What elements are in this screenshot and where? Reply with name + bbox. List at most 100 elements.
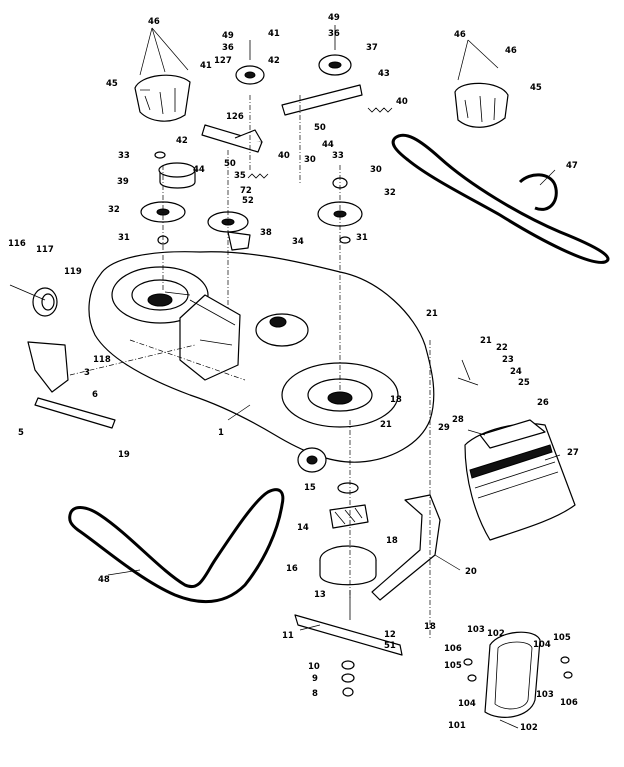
callout-21: 21	[380, 420, 392, 430]
callout-50: 50	[314, 123, 326, 133]
leader-lines	[107, 27, 561, 729]
callout-24: 24	[510, 367, 522, 377]
callout-1: 1	[218, 428, 224, 438]
callout-42: 42	[176, 136, 188, 146]
spindle-assembly	[319, 482, 377, 620]
idler-pulley-127	[235, 40, 265, 85]
callout-28: 28	[452, 415, 464, 425]
callout-34: 34	[292, 237, 304, 247]
callout-29: 29	[438, 423, 450, 433]
callout-102: 102	[487, 629, 505, 639]
callout-11: 11	[282, 631, 294, 641]
callout-42: 42	[268, 56, 280, 66]
callout-116: 116	[8, 239, 26, 249]
deflector-bracket	[457, 359, 546, 449]
callout-33: 33	[118, 151, 130, 161]
link-6	[34, 397, 116, 429]
callout-labels: 46 49 41 49 36 36 127 42 37 43 45 41 126…	[8, 13, 579, 733]
callout-5: 5	[18, 428, 24, 438]
baffle-20	[371, 494, 441, 601]
callout-46: 46	[148, 17, 160, 27]
callout-21: 21	[426, 309, 438, 319]
callout-49: 49	[222, 31, 234, 41]
callout-18: 18	[386, 536, 398, 546]
callout-49: 49	[328, 13, 340, 23]
callout-101: 101	[448, 721, 466, 731]
callout-6: 6	[92, 390, 98, 400]
callout-12: 12	[384, 630, 396, 640]
deck-belt-48	[68, 488, 285, 604]
callout-41: 41	[200, 61, 212, 71]
callout-18: 18	[424, 622, 436, 632]
callout-3: 3	[84, 368, 90, 378]
callout-38: 38	[260, 228, 272, 238]
bracket-3	[27, 341, 69, 393]
callout-106: 106	[560, 698, 578, 708]
callout-44: 44	[322, 140, 334, 150]
mulch-hardware	[463, 656, 573, 682]
callout-31: 31	[118, 233, 130, 243]
idler-pulley-37	[318, 25, 352, 76]
callout-46: 46	[454, 30, 466, 40]
callout-32: 32	[384, 188, 396, 198]
drive-belt-47	[391, 133, 610, 264]
callout-25: 25	[518, 378, 530, 388]
callout-22: 22	[496, 343, 508, 353]
mulch-plug-101	[484, 631, 541, 718]
callout-44: 44	[193, 165, 205, 175]
callout-43: 43	[378, 69, 390, 79]
callout-40: 40	[396, 97, 408, 107]
belt-cover-left-45	[134, 74, 191, 122]
callout-32: 32	[108, 205, 120, 215]
callout-31: 31	[356, 233, 368, 243]
callout-19: 19	[118, 450, 130, 460]
callout-16: 16	[286, 564, 298, 574]
callout-127: 127	[214, 56, 232, 66]
center-spindle-stack	[207, 211, 251, 251]
callout-47: 47	[566, 161, 578, 171]
blade-hardware	[341, 660, 355, 697]
callout-51: 51	[384, 641, 396, 651]
callout-52: 52	[242, 196, 254, 206]
callout-40: 40	[278, 151, 290, 161]
belt-cover-right-45	[454, 82, 509, 128]
discharge-chute-27	[464, 423, 576, 541]
callout-23: 23	[502, 355, 514, 365]
callout-45: 45	[106, 79, 118, 89]
callout-20: 20	[465, 567, 477, 577]
left-spindle-stack	[140, 151, 196, 245]
callout-46: 46	[505, 46, 517, 56]
idler-arm-43	[281, 84, 363, 116]
callout-37: 37	[366, 43, 378, 53]
callout-48: 48	[98, 575, 110, 585]
blade-11	[294, 614, 403, 656]
callout-118: 118	[93, 355, 111, 365]
right-spindle-stack	[317, 177, 363, 244]
callout-30: 30	[370, 165, 382, 175]
callout-103: 103	[467, 625, 485, 635]
callout-126: 126	[226, 112, 244, 122]
callout-106: 106	[444, 644, 462, 654]
callout-35: 35	[234, 171, 246, 181]
callout-21: 21	[480, 336, 492, 346]
gauge-wheel	[297, 447, 327, 473]
mower-deck-housing	[88, 251, 435, 463]
callout-119: 119	[64, 267, 82, 277]
callout-13: 13	[314, 590, 326, 600]
callout-8: 8	[312, 689, 318, 699]
callout-15: 15	[304, 483, 316, 493]
assembly-center-lines	[69, 95, 431, 640]
springs	[247, 107, 393, 179]
callout-72: 72	[240, 186, 252, 196]
callout-104: 104	[458, 699, 476, 709]
callout-45: 45	[530, 83, 542, 93]
callout-10: 10	[308, 662, 320, 672]
idler-arm-126	[201, 124, 263, 153]
callout-102: 102	[520, 723, 538, 733]
callout-104: 104	[533, 640, 551, 650]
callout-105: 105	[553, 633, 571, 643]
callout-117: 117	[36, 245, 54, 255]
anti-scalp-roller-117	[9, 284, 58, 317]
